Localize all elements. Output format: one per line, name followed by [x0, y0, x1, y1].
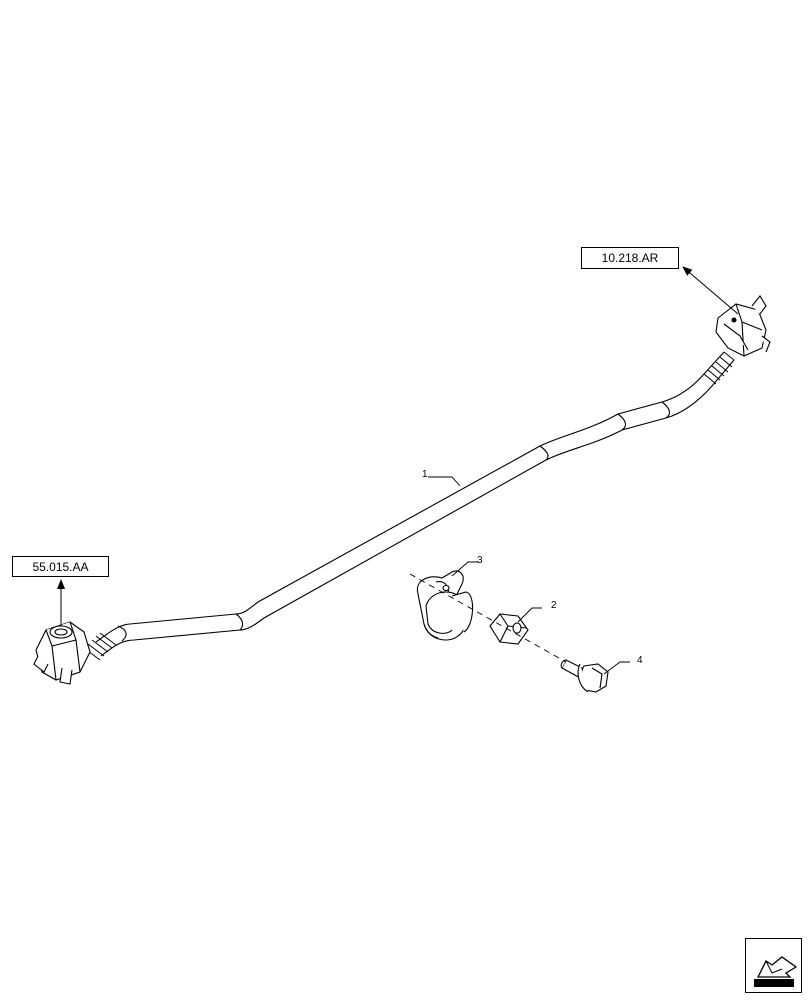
corrugated-sleeve-right [703, 351, 735, 385]
navigation-box[interactable] [745, 938, 802, 993]
clip-part[interactable] [416, 570, 474, 641]
leader-item-3 [451, 561, 478, 577]
bolt-part[interactable] [560, 659, 609, 693]
assembly-axis [409, 573, 567, 663]
leader-item-2 [517, 607, 542, 623]
leader-item-1 [428, 476, 461, 487]
arrow-navigation-icon [754, 956, 798, 987]
harness-tube[interactable] [95, 351, 735, 657]
callout-item-3: 3 [477, 555, 483, 566]
corrugated-sleeve-left [83, 632, 117, 661]
callout-item-2: 2 [551, 600, 557, 611]
leader-item-4 [603, 661, 630, 675]
spacer-part[interactable] [489, 613, 529, 645]
callout-item-1: 1 [422, 469, 428, 480]
arrow-ref-top [682, 266, 739, 315]
connector-left[interactable] [33, 621, 91, 685]
callout-item-4: 4 [637, 655, 643, 666]
reference-label-top[interactable]: 10.218.AR [581, 247, 679, 269]
reference-label-left[interactable]: 55.015.AA [12, 556, 109, 577]
connector-right[interactable] [715, 295, 771, 357]
